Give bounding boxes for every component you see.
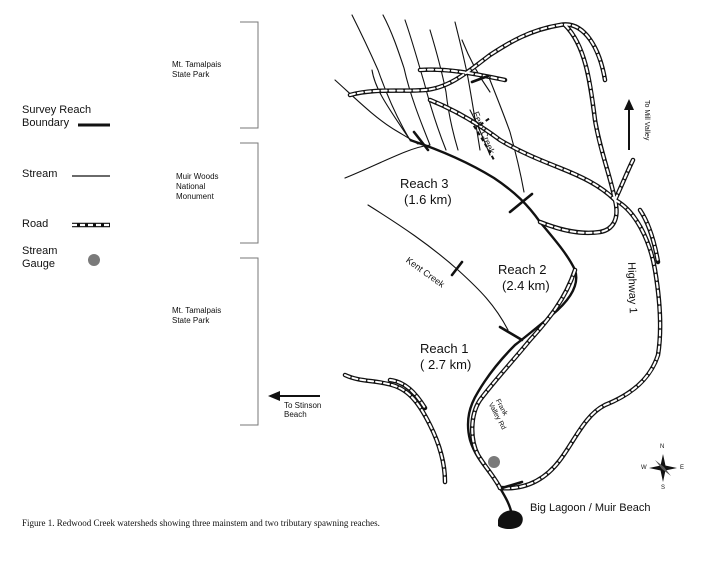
figure-caption: Figure 1. Redwood Creek watersheds showi…	[22, 518, 380, 528]
reach2-name: Reach 2	[498, 262, 547, 277]
bracket-muir-woods	[240, 142, 259, 244]
kent-creek	[367, 204, 509, 331]
compass-s: S	[661, 485, 666, 491]
big-lagoon-label: Big Lagoon / Muir Beach	[530, 502, 651, 514]
stinson-arrow	[268, 391, 320, 401]
stream-nw-2	[371, 69, 411, 141]
legend-symbols	[72, 123, 110, 266]
legend-gauge-symbol	[88, 254, 100, 266]
boundary-fern-creek	[470, 74, 490, 84]
reach1-length: ( 2.7 km)	[420, 357, 472, 372]
stream-gauge	[488, 456, 500, 468]
to-stinson-beach-label: To Stinson Beach	[284, 401, 322, 419]
stream-n-4	[454, 21, 481, 151]
stream-n-3	[429, 29, 459, 151]
compass-rose	[649, 454, 677, 482]
big-lagoon	[498, 510, 523, 529]
compass-w: W	[641, 465, 647, 471]
park-brackets	[240, 21, 259, 426]
park-label-muir-woods: Muir Woods National Monument	[176, 172, 219, 201]
to-mill-valley-label: To Mill Valley	[643, 100, 650, 141]
bracket-mt-tamalpais-top	[240, 21, 259, 129]
reach3-length: (1.6 km)	[404, 192, 452, 207]
bracket-mt-tamalpais-bottom	[240, 257, 259, 426]
roads	[342, 22, 663, 491]
reach3-name: Reach 3	[400, 176, 449, 191]
fern-creek	[487, 74, 525, 193]
legend-label-survey-reach-boundary: Survey Reach Boundary	[22, 104, 92, 129]
boundary-reach2-reach1	[498, 325, 524, 342]
legend-label-stream: Stream	[22, 168, 58, 180]
reach-boundaries	[412, 74, 534, 490]
streams	[334, 14, 525, 331]
boundary-reach3-reach2	[508, 192, 534, 214]
boundary-reach3-top	[412, 130, 430, 152]
north-arrow	[624, 99, 634, 150]
park-label-mt-tamalpais-top: Mt. Tamalpais State Park	[172, 60, 222, 79]
reach1-name: Reach 1	[420, 341, 469, 356]
highway-1-label: Highway 1	[625, 261, 639, 314]
stream-nw-1	[351, 14, 411, 141]
reach2-length: (2.4 km)	[502, 278, 550, 293]
compass-n: N	[660, 444, 665, 450]
stream-n-1	[382, 14, 431, 146]
boundary-reach1-bottom	[500, 480, 524, 490]
boundary-kent-creek	[450, 260, 464, 277]
compass-e: E	[680, 465, 685, 471]
legend-label-road: Road	[22, 218, 49, 230]
stream-west-trib	[344, 144, 431, 179]
park-label-mt-tamalpais-bottom: Mt. Tamalpais State Park	[172, 306, 222, 325]
legend-label-stream-gauge: Stream Gauge	[22, 245, 58, 270]
stream-n-2	[404, 19, 447, 151]
